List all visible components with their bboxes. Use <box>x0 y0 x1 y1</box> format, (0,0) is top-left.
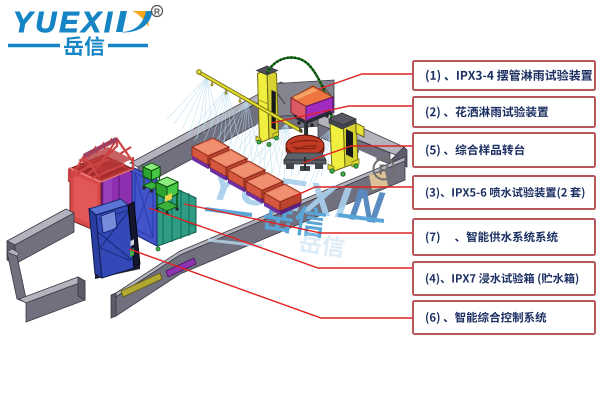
svg-text:YUEXI: YUEXI <box>13 7 115 39</box>
svg-text:R: R <box>379 162 390 179</box>
svg-text:R: R <box>154 7 160 17</box>
